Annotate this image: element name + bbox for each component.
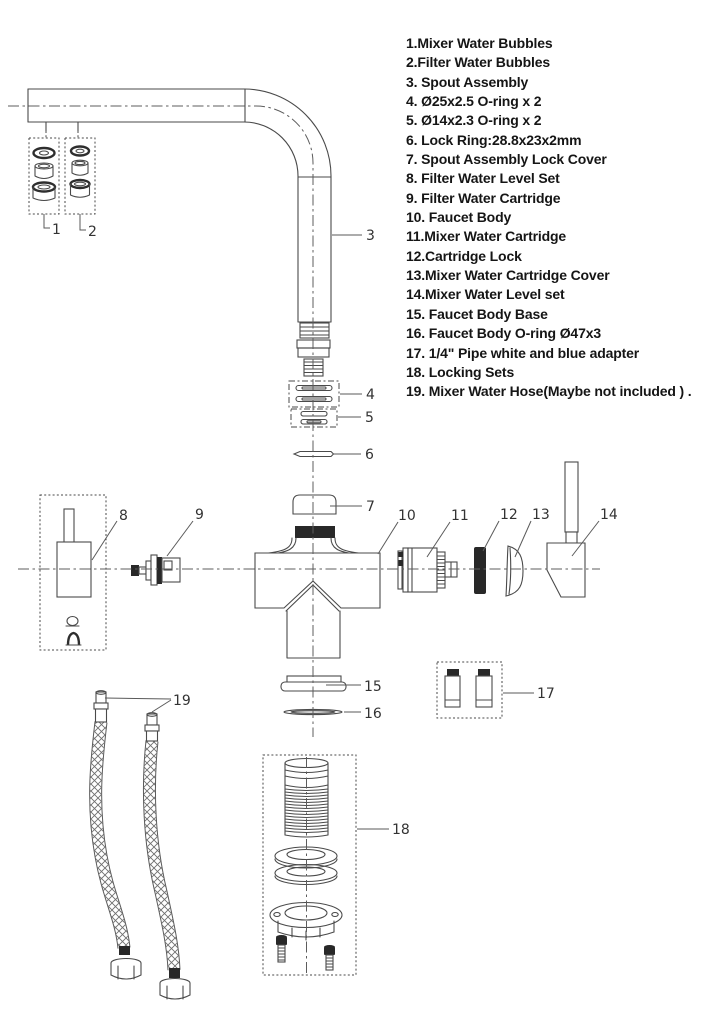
- parts-list-item: 8. Filter Water Level Set: [406, 170, 560, 187]
- leader-lines: [43, 214, 600, 830]
- part-mixer-cartridge-cover: [505, 545, 524, 597]
- callout-2: 2: [88, 224, 97, 240]
- callout-14: 14: [600, 507, 618, 523]
- part-faucet-body: [254, 526, 381, 659]
- callout-7: 7: [366, 499, 375, 515]
- callout-12: 12: [500, 507, 518, 523]
- parts-list: 1.Mixer Water Bubbles 2.Filter Water Bub…: [406, 34, 718, 402]
- part-mixer-water-bubbles: [28, 137, 60, 215]
- parts-list-item: 9. Filter Water Cartridge: [406, 189, 561, 206]
- part-pipe-adapters: [436, 661, 503, 719]
- part-locking-sets: [262, 754, 357, 976]
- parts-list-item: 3. Spout Assembly: [406, 73, 529, 90]
- part-oring-25x25: [288, 380, 340, 408]
- callout-5: 5: [365, 410, 374, 426]
- parts-list-item: 10. Faucet Body: [406, 209, 512, 226]
- part-oring-14x23: [290, 408, 338, 428]
- callout-10: 10: [398, 508, 416, 524]
- callout-16: 16: [364, 706, 382, 722]
- part-filter-water-level-set: [39, 494, 107, 651]
- callout-17: 17: [537, 686, 555, 702]
- callout-labels: 1 2 3 4 5 6 7 8 9 10 11 12 13 14 15 16 1…: [52, 222, 618, 838]
- callout-11: 11: [451, 508, 469, 524]
- part-filter-water-bubbles: [64, 137, 96, 215]
- parts-list-item: 19. Mixer Water Hose(Maybe not included …: [406, 383, 692, 400]
- part-spout-lock-cover: [292, 494, 337, 515]
- part-mixer-water-level-set: [546, 461, 586, 598]
- parts-list-item: 5. Ø14x2.3 O-ring x 2: [406, 112, 542, 129]
- callout-8: 8: [119, 508, 128, 524]
- parts-list-item: 18. Locking Sets: [406, 363, 515, 380]
- callout-15: 15: [364, 679, 382, 695]
- parts-list-item: 4. Ø25x2.5 O-ring x 2: [406, 93, 542, 110]
- callout-3: 3: [366, 228, 375, 244]
- callout-19: 19: [173, 693, 191, 709]
- parts-list-item: 13.Mixer Water Cartridge Cover: [406, 267, 610, 284]
- callout-13: 13: [532, 507, 550, 523]
- parts-list-item: 17. 1/4" Pipe white and blue adapter: [406, 344, 640, 361]
- parts-list-item: 14.Mixer Water Level set: [406, 286, 565, 303]
- callout-4: 4: [366, 387, 375, 403]
- callout-9: 9: [195, 507, 204, 523]
- parts-list-item: 1.Mixer Water Bubbles: [406, 35, 553, 51]
- part-lock-ring: [292, 450, 335, 458]
- callout-18: 18: [392, 822, 410, 838]
- callout-1: 1: [52, 222, 61, 238]
- parts-list-item: 6. Lock Ring:28.8x23x2mm: [406, 131, 582, 148]
- parts-list-item: 15. Faucet Body Base: [406, 305, 548, 322]
- part-spout-assembly: [27, 88, 332, 377]
- centerlines: [8, 105, 600, 973]
- parts-list-item: 2.Filter Water Bubbles: [406, 54, 550, 71]
- parts-list-item: 11.Mixer Water Cartridge: [406, 228, 567, 245]
- part-mixer-water-hoses: [89, 690, 191, 1000]
- parts-list-item: 12.Cartridge Lock: [406, 247, 522, 264]
- part-filter-water-cartridge: [131, 554, 181, 586]
- parts-list-item: 16. Faucet Body O-ring Ø47x3: [406, 325, 601, 342]
- part-mixer-water-cartridge: [397, 547, 458, 593]
- parts-list-item: 7. Spout Assembly Lock Cover: [406, 151, 607, 168]
- part-cartridge-lock: [474, 547, 486, 594]
- callout-6: 6: [365, 447, 374, 463]
